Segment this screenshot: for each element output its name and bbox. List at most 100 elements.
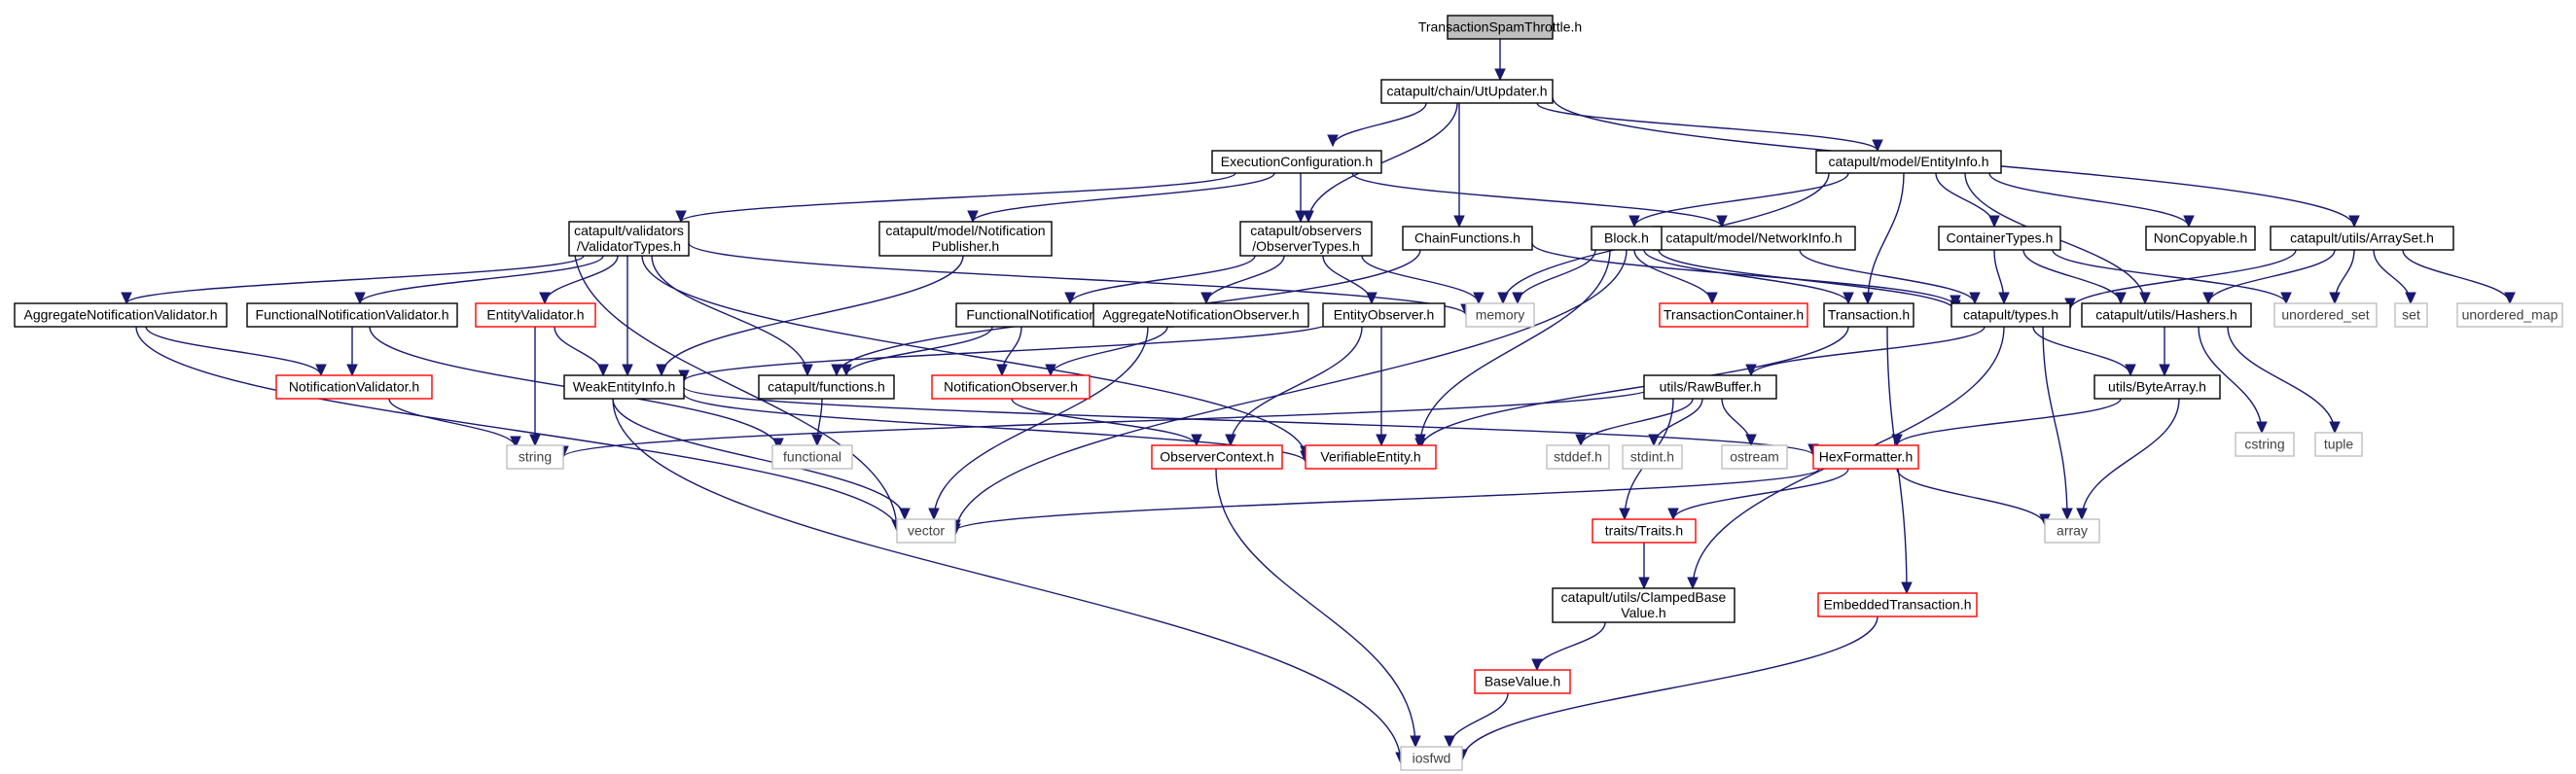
- node-label: /ObserverTypes.h: [1252, 238, 1360, 254]
- edge-basevalue-to-iosfwd: [1444, 692, 1509, 749]
- node-hashers[interactable]: catapult/utils/Hashers.h: [2081, 302, 2252, 328]
- edge-entityobserver-to-observercontext: [1225, 326, 1363, 447]
- edge-observertypes-to-entityobserver: [1322, 255, 1377, 305]
- node-layer: TransactionSpamThrottle.h catapult/chain/…: [14, 15, 2563, 771]
- node-box: [2235, 432, 2295, 457]
- node-transaction[interactable]: Transaction.h: [1823, 302, 1914, 328]
- edge-chainfunctions-to-types: [1531, 242, 1961, 308]
- node-utupdater[interactable]: catapult/chain/UtUpdater.h: [1380, 79, 1554, 104]
- node-label: Publisher.h: [932, 238, 999, 254]
- edge-utupdater-to-execconfig: [1327, 102, 1427, 148]
- edge-notifpublisher-to-weakentityinfo: [656, 255, 964, 377]
- node-traits[interactable]: traits/Traits.h: [1592, 518, 1697, 544]
- edge-entityvalidator-to-string: [529, 326, 541, 447]
- node-box: [931, 374, 1091, 400]
- node-label: Block.h: [1604, 230, 1649, 246]
- node-rawbuffer[interactable]: utils/RawBuffer.h: [1643, 374, 1777, 400]
- node-box: [1659, 302, 1808, 328]
- node-label: catapult/utils/Hashers.h: [2095, 307, 2237, 323]
- node-types[interactable]: catapult/types.h: [1950, 302, 2071, 328]
- node-set: set: [2394, 302, 2428, 328]
- node-label: catapult/utils/ArraySet.h: [2290, 230, 2434, 246]
- node-execconfig[interactable]: ExecutionConfiguration.h: [1211, 150, 1382, 174]
- edge-rawbuffer-to-string: [557, 386, 1655, 459]
- node-box: [246, 302, 458, 328]
- node-box: [475, 302, 596, 328]
- node-label: NotificationObserver.h: [944, 379, 1078, 395]
- node-label: FunctionalNotificationValidator.h: [256, 307, 449, 323]
- node-box: [1592, 518, 1697, 544]
- node-label: ContainerTypes.h: [1947, 230, 2054, 246]
- node-label: TransactionContainer.h: [1664, 307, 1804, 323]
- node-observercontext[interactable]: ObserverContext.h: [1151, 444, 1283, 470]
- node-notifvalidator[interactable]: NotificationValidator.h: [275, 374, 433, 400]
- node-label: ChainFunctions.h: [1414, 230, 1521, 246]
- edge-aggnotifobserver-to-notifobserver: [1045, 326, 1168, 377]
- node-noncopyable[interactable]: NonCopyable.h: [2145, 226, 2256, 251]
- node-box: [1447, 15, 1554, 40]
- node-array: array: [2044, 518, 2100, 544]
- node-label: EmbeddedTransaction.h: [1823, 597, 1971, 613]
- node-funcnotifvalidator[interactable]: FunctionalNotificationValidator.h: [246, 302, 458, 328]
- edge-entityobserver-to-weakentityinfo: [678, 320, 1334, 383]
- node-weakentityinfo[interactable]: WeakEntityInfo.h: [563, 374, 685, 400]
- edge-entityinfo-to-noncopyable: [1988, 172, 2195, 229]
- node-label: HexFormatter.h: [1819, 449, 1913, 465]
- node-box: [14, 302, 228, 328]
- node-label: catapult/model/NetworkInfo.h: [1665, 230, 1842, 246]
- edge-arrayset-to-set: [2373, 249, 2416, 305]
- node-entityvalidator[interactable]: EntityValidator.h: [475, 302, 596, 328]
- edge-observertypes-to-memory: [1361, 255, 1485, 305]
- node-box: [1465, 302, 1535, 328]
- node-functions[interactable]: catapult/functions.h: [758, 374, 895, 400]
- edge-networkinfo-to-types: [1799, 249, 1981, 305]
- node-entityobserver[interactable]: EntityObserver.h: [1322, 302, 1446, 328]
- node-containertypes[interactable]: ContainerTypes.h: [1938, 226, 2061, 251]
- node-validatortypes[interactable]: catapult/validators/ValidatorTypes.h: [568, 221, 690, 257]
- node-aggnotifobserver[interactable]: AggregateNotificationObserver.h: [1092, 302, 1309, 328]
- node-arrayset[interactable]: catapult/utils/ArraySet.h: [2270, 226, 2454, 251]
- edge-observertypes-to-aggnotifobserver: [1200, 255, 1285, 305]
- node-transactioncontainer[interactable]: TransactionContainer.h: [1659, 302, 1808, 328]
- node-networkinfo[interactable]: catapult/model/NetworkInfo.h: [1652, 226, 1856, 251]
- node-observertypes[interactable]: catapult/observers/ObserverTypes.h: [1239, 221, 1373, 257]
- edge-blockh-to-memory: [1512, 249, 1596, 305]
- edge-execconfig-to-observertypes: [1295, 173, 1306, 224]
- node-notifobserver[interactable]: NotificationObserver.h: [931, 374, 1091, 400]
- node-label: catapult/model/Notification: [885, 223, 1045, 238]
- node-box: [1721, 444, 1788, 470]
- edge-utupdater-to-chainfunctions: [1453, 103, 1465, 229]
- node-box: [1092, 302, 1309, 328]
- edge-blockh-to-transaction: [1643, 249, 1854, 305]
- node-label: BaseValue.h: [1485, 674, 1560, 689]
- node-label: unordered_set: [2281, 307, 2369, 323]
- node-vector: vector: [896, 518, 956, 544]
- node-root: TransactionSpamThrottle.h: [1418, 15, 1582, 40]
- node-chainfunctions[interactable]: ChainFunctions.h: [1402, 226, 1533, 251]
- node-box: [1812, 444, 1919, 470]
- node-hexformatter[interactable]: HexFormatter.h: [1812, 444, 1919, 470]
- node-entityinfo[interactable]: catapult/model/EntityInfo.h: [1815, 150, 2002, 174]
- node-label: AggregateNotificationObserver.h: [1102, 307, 1299, 323]
- edge-entityinfo-to-containertypes: [1935, 172, 2000, 229]
- node-stdint: stdint.h: [1622, 444, 1683, 470]
- node-box: [1643, 374, 1777, 400]
- node-label: ObserverContext.h: [1160, 449, 1274, 465]
- node-bytearray[interactable]: utils/ByteArray.h: [2093, 374, 2221, 400]
- node-verifiableentity[interactable]: VerifiableEntity.h: [1305, 444, 1437, 470]
- node-functional: functional: [771, 444, 853, 470]
- node-cstring: cstring: [2235, 432, 2295, 457]
- node-aggnotifvalidator[interactable]: AggregateNotificationValidator.h: [14, 302, 228, 328]
- node-basevalue[interactable]: BaseValue.h: [1474, 669, 1571, 694]
- node-label: AggregateNotificationValidator.h: [24, 307, 218, 323]
- node-embeddedtx[interactable]: EmbeddedTransaction.h: [1817, 592, 1978, 617]
- node-label: functional: [783, 449, 841, 465]
- node-blockh[interactable]: Block.h: [1591, 226, 1663, 251]
- node-box: [1322, 302, 1446, 328]
- node-box: [878, 221, 1053, 257]
- node-box: [1151, 444, 1283, 470]
- node-label: traits/Traits.h: [1605, 523, 1683, 539]
